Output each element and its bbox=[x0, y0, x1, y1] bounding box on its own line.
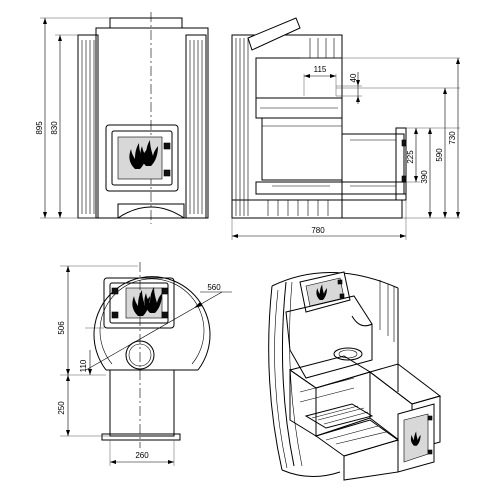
plan-bottom-dim bbox=[109, 440, 175, 466]
front-firebox-door bbox=[105, 124, 179, 192]
dim-offset: 110 bbox=[79, 359, 88, 372]
dim-depth: 506 bbox=[57, 321, 66, 335]
side-stone-box bbox=[255, 57, 343, 99]
front-right-ribs bbox=[185, 34, 207, 219]
dim-tunnel-width: 260 bbox=[135, 451, 149, 460]
iso-end-door bbox=[397, 403, 435, 473]
dim-total-height: 895 bbox=[35, 121, 44, 135]
side-view: 115 40 225 390 590 730 bbox=[231, 17, 460, 240]
plan-circle-body bbox=[93, 276, 211, 371]
plan-left-dims bbox=[60, 265, 138, 437]
plan-firebox-door bbox=[103, 277, 175, 329]
iso-tunnel bbox=[368, 363, 442, 405]
isometric-cutaway bbox=[268, 271, 442, 481]
side-tunnel bbox=[341, 133, 405, 195]
front-body bbox=[95, 27, 209, 219]
iso-inner-body bbox=[285, 295, 373, 379]
plan-tunnel bbox=[109, 369, 175, 437]
side-right-dims bbox=[300, 57, 460, 219]
iso-upper-door bbox=[299, 271, 351, 313]
dim-door-height: 225 bbox=[406, 150, 415, 164]
front-view: 895 830 bbox=[35, 12, 209, 224]
side-outer-ribs bbox=[235, 38, 335, 216]
iso-grate bbox=[304, 403, 374, 429]
dim-diameter: 560 bbox=[207, 283, 221, 292]
iso-shell-ribs bbox=[274, 280, 395, 469]
dim-height-730: 730 bbox=[448, 131, 457, 145]
dim-top-width: 115 bbox=[314, 65, 327, 74]
side-tilted-lid bbox=[247, 17, 301, 51]
front-left-ribs bbox=[77, 34, 99, 219]
dim-body-height: 830 bbox=[50, 121, 59, 135]
front-ash-arch bbox=[117, 206, 185, 219]
dim-tunnel-length: 250 bbox=[57, 401, 66, 415]
dim-top-height: 40 bbox=[349, 73, 358, 82]
dim-firebox-height: 390 bbox=[420, 170, 429, 184]
side-outer-body bbox=[231, 34, 343, 219]
side-grate bbox=[255, 181, 407, 195]
front-dim-lines bbox=[40, 17, 110, 219]
side-top-dims bbox=[303, 72, 362, 104]
side-bottom-dim bbox=[231, 200, 407, 240]
iso-ash-area bbox=[314, 419, 400, 457]
dim-height-590: 590 bbox=[435, 148, 444, 162]
plan-view: 560 506 110 250 260 bbox=[57, 262, 232, 466]
top-handle bbox=[109, 17, 183, 29]
side-firebox bbox=[261, 117, 343, 181]
dim-total-length: 780 bbox=[311, 226, 325, 235]
iso-shell-left bbox=[268, 285, 283, 471]
